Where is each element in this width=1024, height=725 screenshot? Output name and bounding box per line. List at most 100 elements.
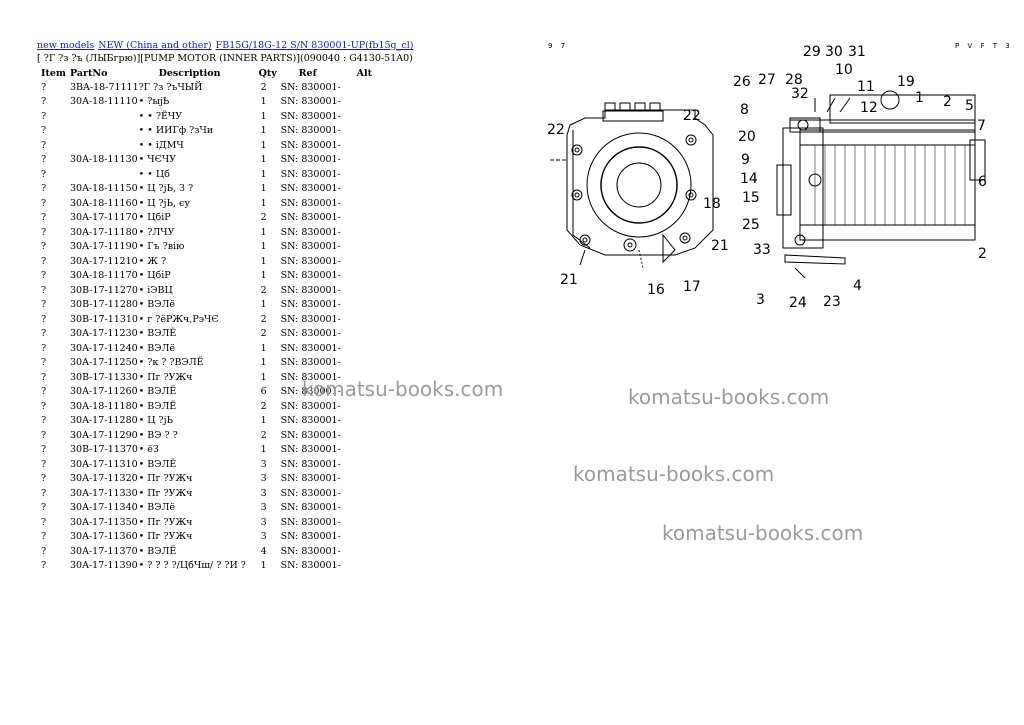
cell-description: • ?к ? ?ВЭЛЁ <box>138 357 204 369</box>
cell-partno: 30A-17-11340 <box>70 502 138 514</box>
cell-partno: 30A-18-11130 <box>70 154 138 166</box>
cell-item: ? <box>41 96 47 108</box>
callout-number: 21 <box>711 238 729 254</box>
cell-partno: 30A-17-11170 <box>70 212 138 224</box>
cell-item: ? <box>41 328 47 340</box>
cell-description: • Ц ?јЬ, З ? <box>138 183 194 195</box>
callout-number: 26 <box>733 74 751 90</box>
cell-item: ? <box>41 139 47 151</box>
callout-number: 10 <box>835 62 853 78</box>
cell-partno <box>70 109 139 124</box>
callout-number: 14 <box>740 171 758 187</box>
cell-item: ? <box>41 531 47 543</box>
cell-partno: 30A-17-11350 <box>70 516 138 528</box>
cell-description: • ВЭ ? ? <box>138 429 178 441</box>
cell-qty: 1 <box>260 226 267 238</box>
col-header-item: Item <box>41 67 66 79</box>
cell-partno: 30A-17-11390 <box>70 560 138 572</box>
cell-description: • Ц ?јЬ, єу <box>138 197 190 209</box>
callout-number: 33 <box>753 242 771 258</box>
cell-ref: SN: 830001- <box>280 473 341 485</box>
cell-description: • іЭВЦ <box>138 284 173 296</box>
cell-qty: 3 <box>260 516 267 528</box>
cell-partno: 30A-17-11190 <box>70 241 138 253</box>
cell-ref: SN: 830001- <box>280 284 341 296</box>
cell-qty: 2 <box>260 313 267 325</box>
watermark: komatsu-books.com <box>573 462 775 486</box>
cell-ref: SN: 830001- <box>280 270 341 282</box>
cell-item: ? <box>41 487 47 499</box>
cell-ref: SN: 830001- <box>280 125 341 137</box>
cell-item: ? <box>41 284 47 296</box>
cell-item: ? <box>41 299 47 311</box>
cell-ref: SN: 830001- <box>280 154 341 166</box>
breadcrumb-link-region[interactable]: NEW (China and other) <box>98 40 212 51</box>
cell-qty: 1 <box>260 270 267 282</box>
cell-item: ? <box>41 444 47 456</box>
cell-qty: 1 <box>260 154 267 166</box>
cell-item: ? <box>41 183 47 195</box>
cell-partno: 30B-17-11370 <box>70 444 138 456</box>
cell-qty: 1 <box>260 255 267 267</box>
cell-ref: SN: 830001- <box>280 357 341 369</box>
cell-item: ? <box>41 197 47 209</box>
page-mark-right: P V F T 3 <box>955 42 1013 50</box>
cell-description: • Ж ? <box>138 255 167 267</box>
col-header-alt: Alt <box>356 67 372 79</box>
cell-description: • ?ЛЧУ <box>138 226 175 238</box>
cell-partno: 30A-17-11370 <box>70 545 138 557</box>
cell-ref: SN: 830001- <box>280 226 341 238</box>
callout-number: 28 <box>785 72 803 88</box>
breadcrumb-link-new-models[interactable]: new models <box>37 40 95 51</box>
cell-qty: 1 <box>260 183 267 195</box>
cell-description: • ЦбіР <box>138 270 171 282</box>
cell-qty: 1 <box>260 139 267 151</box>
cell-item: ? <box>41 458 47 470</box>
cell-item: ? <box>41 168 47 180</box>
cell-ref: SN: 830001- <box>280 139 341 151</box>
cell-qty: 1 <box>260 415 267 427</box>
cell-description: • Пг ?УЖч <box>138 473 193 485</box>
cell-partno: 30A-17-11230 <box>70 328 138 340</box>
cell-item: ? <box>41 212 47 224</box>
breadcrumb-link-model[interactable]: FB15G/18G-12 S/N 830001-UP(fb15g_cl) <box>215 40 414 51</box>
cell-partno: 30A-17-11360 <box>70 531 138 543</box>
cell-description: • Пг ?УЖч <box>138 516 193 528</box>
cell-qty: 4 <box>260 545 267 557</box>
cell-ref: SN: 830001- <box>280 299 341 311</box>
cell-qty: 1 <box>260 96 267 108</box>
cell-partno <box>70 138 139 153</box>
callout-number: 30 <box>825 44 843 60</box>
cell-item: ? <box>41 270 47 282</box>
cell-qty: 1 <box>260 299 267 311</box>
cell-description: • • ?ЁЧУ <box>138 110 183 122</box>
cell-partno: 30A-17-11320 <box>70 473 138 485</box>
cell-description: • ?ыјЬ <box>138 96 170 108</box>
cell-partno: 30A-17-11180 <box>70 226 138 238</box>
cell-description: • ВЭЛё <box>138 342 176 354</box>
cell-item: ? <box>41 125 47 137</box>
callout-number: 27 <box>758 72 776 88</box>
cell-ref: SN: 830001- <box>280 168 341 180</box>
cell-description: • • Цб <box>138 168 170 180</box>
cell-item: ? <box>41 226 47 238</box>
parts-table: Item PartNo Description Qty Ref Alt ?3BA… <box>37 66 377 573</box>
